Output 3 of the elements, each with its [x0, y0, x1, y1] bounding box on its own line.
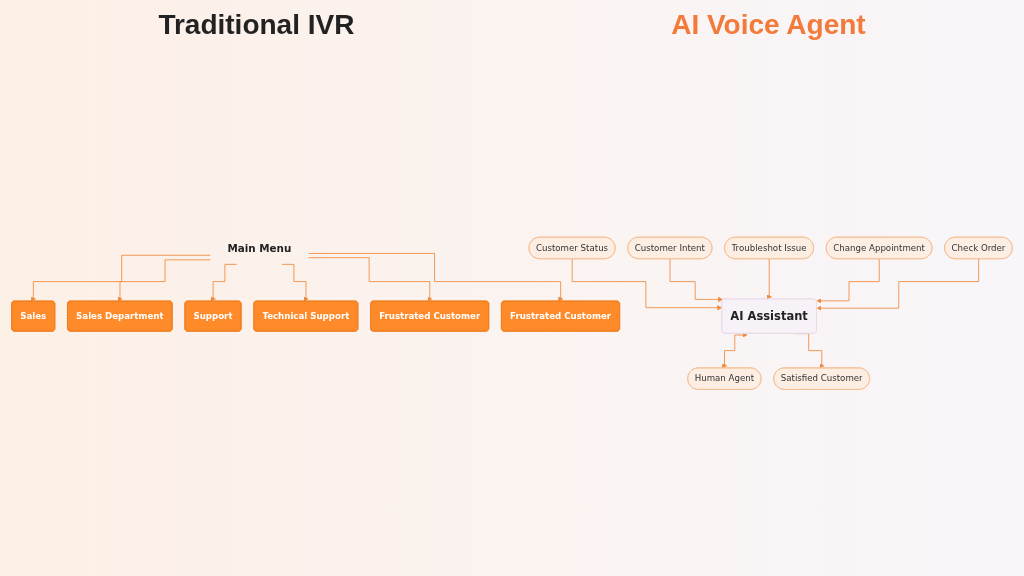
node-text: Main Menu: [227, 241, 292, 254]
panel-heading: Traditional IVR: [158, 9, 355, 41]
panel-heading: AI Voice Agent: [671, 9, 866, 41]
